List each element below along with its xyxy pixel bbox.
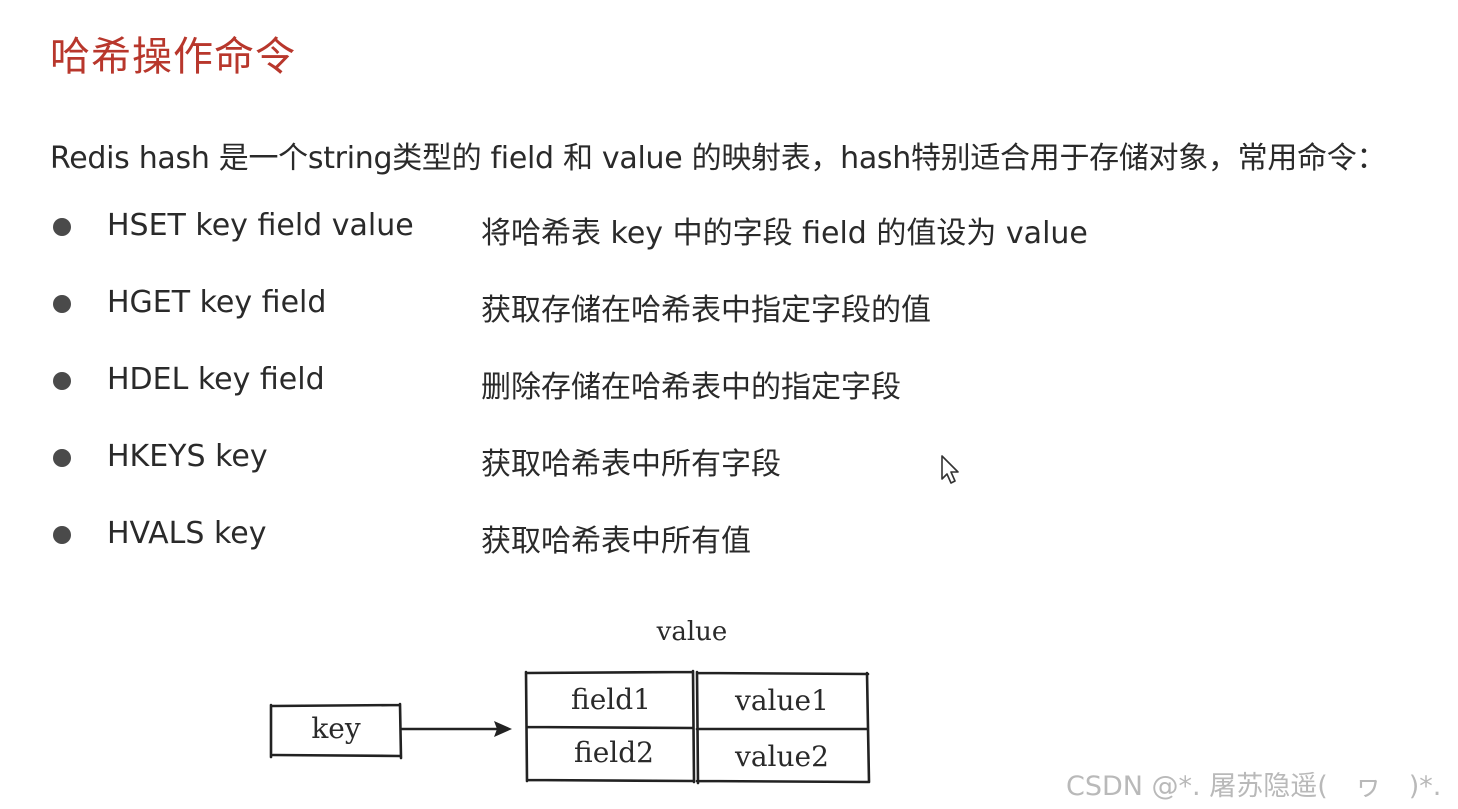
diagram-value-caption: value <box>656 617 728 647</box>
diagram-hash-table: field1 value1 field2 value2 <box>524 669 871 785</box>
command-description: 删除存储在哈希表中的指定字段 <box>481 370 901 405</box>
arrow-right-icon <box>400 721 512 737</box>
command-item-hvals: HVALS key 获取哈希表中所有值 <box>50 516 1250 560</box>
diagram-field-cell: field1 <box>571 683 651 716</box>
command-description: 将哈希表 key 中的字段 field 的值设为 value <box>481 216 1088 251</box>
diagram-value-cell: value2 <box>734 740 829 773</box>
command-syntax: HVALS key <box>107 516 267 551</box>
diagram-key-box: key <box>269 702 403 760</box>
page-title: 哈希操作命令 <box>50 34 296 80</box>
bullet-dot-icon <box>53 449 71 467</box>
watermark-text: CSDN @*. 屠苏隐遥( ヮ )*. <box>1066 771 1442 802</box>
command-item-hget: HGET key field 获取存储在哈希表中指定字段的值 <box>50 285 1250 329</box>
diagram-value-cell: value1 <box>734 684 829 717</box>
command-item-hset: HSET key field value 将哈希表 key 中的字段 field… <box>50 208 1250 252</box>
command-item-hkeys: HKEYS key 获取哈希表中所有字段 <box>50 439 1250 483</box>
intro-text: Redis hash 是一个string类型的 field 和 value 的映… <box>50 141 1387 176</box>
bullet-dot-icon <box>53 218 71 236</box>
command-syntax: HGET key field <box>107 285 327 320</box>
diagram-key-label: key <box>311 712 361 745</box>
command-item-hdel: HDEL key field 删除存储在哈希表中的指定字段 <box>50 362 1250 406</box>
command-description: 获取哈希表中所有字段 <box>481 447 781 482</box>
command-syntax: HKEYS key <box>107 439 268 474</box>
bullet-dot-icon <box>53 372 71 390</box>
command-syntax: HSET key field value <box>107 208 414 243</box>
mouse-pointer-icon <box>941 455 959 484</box>
command-description: 获取存储在哈希表中指定字段的值 <box>481 293 931 328</box>
command-description: 获取哈希表中所有值 <box>481 524 751 559</box>
bullet-dot-icon <box>53 295 71 313</box>
bullet-dot-icon <box>53 526 71 544</box>
command-syntax: HDEL key field <box>107 362 325 397</box>
diagram-field-cell: field2 <box>574 736 654 769</box>
